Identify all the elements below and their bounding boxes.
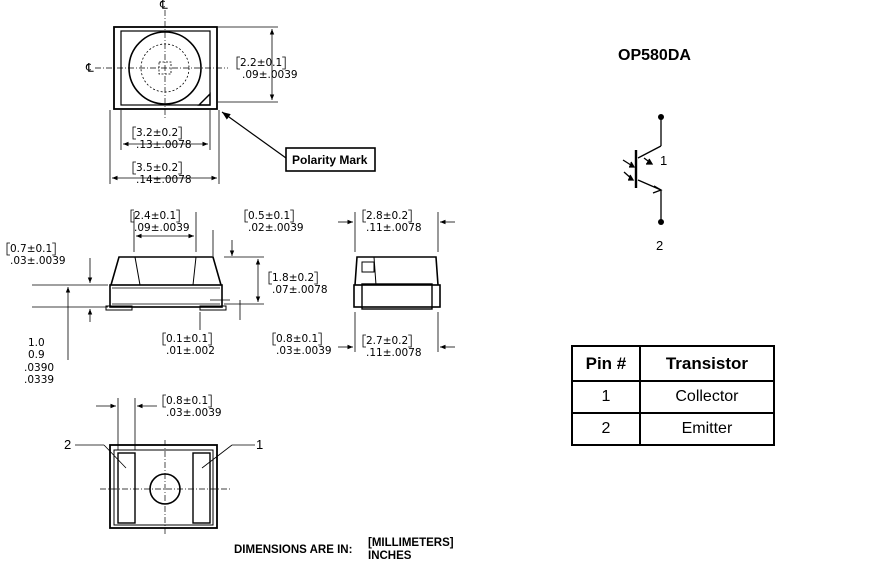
footer-unit-in: INCHES xyxy=(368,550,412,562)
table-row: 2 Emitter xyxy=(571,412,776,446)
footer-label: DIMENSIONS ARE IN: xyxy=(234,544,352,556)
dim-side-top-mm: 2.8±0.2 xyxy=(366,210,408,222)
dim-total-height-in-1: .0390 xyxy=(24,362,54,374)
dim-top-height-mm: 2.2±0.1 xyxy=(240,57,282,69)
dim-front-width-in: .09±.0039 xyxy=(134,222,190,234)
dim-lead-height-in: .03±.0039 xyxy=(276,345,332,357)
pin-function-cell: Emitter xyxy=(638,412,776,446)
pin-function-cell: Collector xyxy=(638,380,776,414)
bottom-pin-label-right: 1 xyxy=(256,437,263,452)
dim-total-height-mm-2: 0.9 xyxy=(28,349,45,361)
mm-bracket xyxy=(362,209,412,223)
schematic-pin-1: 1 xyxy=(660,153,667,168)
mm-bracket xyxy=(132,126,182,140)
dim-total-height-in-2: .0339 xyxy=(24,374,54,386)
mm-bracket xyxy=(132,161,182,175)
centerline-symbol-top: ℄ xyxy=(159,0,168,12)
mm-bracket xyxy=(236,56,286,70)
schematic-node-top xyxy=(658,114,664,120)
mm-bracket xyxy=(6,242,56,256)
front-view xyxy=(105,256,227,311)
dim-lead-gap-in: .01±.002 xyxy=(166,345,215,357)
dim-front-body-mm: 1.8±0.2 xyxy=(272,272,314,284)
dim-body-inner-mm: 3.2±0.2 xyxy=(136,127,178,139)
dim-pad-width-in: .03±.0039 xyxy=(166,407,222,419)
bottom-pin-label-left: 2 xyxy=(64,437,71,452)
mm-bracket xyxy=(362,334,412,348)
schematic-node-bottom xyxy=(658,219,664,225)
bottom-view xyxy=(100,440,230,535)
part-number-title: OP580DA xyxy=(618,47,691,64)
dim-side-lines xyxy=(338,212,455,352)
dim-front-lines xyxy=(32,212,264,360)
dim-front-notch-mm: 0.5±0.1 xyxy=(248,210,290,222)
footer-unit-mm: [MILLIMETERS] xyxy=(368,537,454,549)
pin-table: Pin # Transistor 1 Collector 2 Emitter xyxy=(571,345,776,446)
dim-pad-lines xyxy=(75,398,255,469)
dim-front-width-mm: 2.4±0.1 xyxy=(134,210,176,222)
dim-body-outer-mm: 3.5±0.2 xyxy=(136,162,178,174)
dim-side-bottom-mm: 2.7±0.2 xyxy=(366,335,408,347)
dim-body-lines xyxy=(109,110,220,184)
mm-bracket xyxy=(268,271,318,285)
dim-body-outer-in: .14±.0078 xyxy=(136,174,192,186)
side-view xyxy=(353,256,441,310)
pin-table-header-row: Pin # Transistor xyxy=(571,345,776,382)
dim-body-inner-in: .13±.0078 xyxy=(136,139,192,151)
pin-table-header-transistor: Transistor xyxy=(638,345,776,382)
mm-bracket xyxy=(244,209,294,223)
dim-top-height-in: .09±.0039 xyxy=(242,69,298,81)
mm-bracket xyxy=(130,209,180,223)
dim-front-upper-mm: 0.7±0.1 xyxy=(10,243,52,255)
dim-total-height-mm-1: 1.0 xyxy=(28,337,45,349)
polarity-chamfer xyxy=(197,92,211,106)
top-view xyxy=(95,10,228,118)
dim-lead-gap-mm: 0.1±0.1 xyxy=(166,333,208,345)
mm-bracket xyxy=(162,332,212,346)
dim-front-notch-in: .02±.0039 xyxy=(248,222,304,234)
dim-side-bottom-in: .11±.0078 xyxy=(366,347,422,359)
dim-lead-height-mm: 0.8±0.1 xyxy=(276,333,318,345)
schematic-pin-2: 2 xyxy=(656,238,663,253)
phototransistor-schematic xyxy=(622,117,663,222)
table-row: 1 Collector xyxy=(571,380,776,414)
pin-number-cell: 2 xyxy=(571,412,641,446)
dim-top-height-lines xyxy=(218,26,278,103)
centerline-symbol-left: ℄ xyxy=(85,61,94,75)
mm-bracket xyxy=(162,394,212,408)
polarity-callout xyxy=(221,111,376,172)
mm-bracket xyxy=(272,332,322,346)
polarity-mark-label: Polarity Mark xyxy=(292,153,368,167)
pin-table-header-pin: Pin # xyxy=(571,345,641,382)
dim-side-top-in: .11±.0078 xyxy=(366,222,422,234)
dim-front-body-in: .07±.0078 xyxy=(272,284,328,296)
dim-front-upper-in: .03±.0039 xyxy=(10,255,66,267)
pin-number-cell: 1 xyxy=(571,380,641,414)
dim-pad-width-mm: 0.8±0.1 xyxy=(166,395,208,407)
